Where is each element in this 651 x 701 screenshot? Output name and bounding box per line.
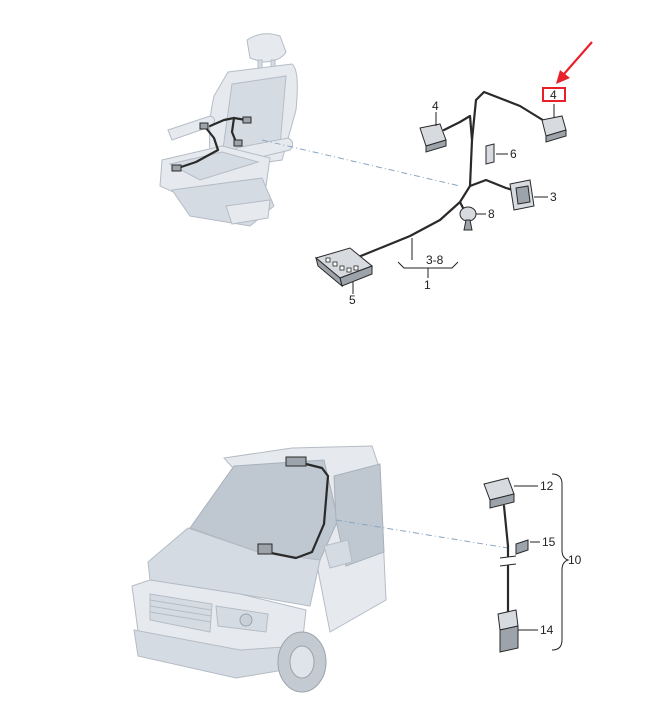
- clip-6: [485, 143, 508, 165]
- sensor-harness: [483, 473, 570, 653]
- seat-to-harness-dash: [261, 139, 461, 187]
- callout-10: 10: [568, 553, 582, 567]
- callout-4-right: 4: [550, 88, 557, 102]
- van-illustration: [131, 445, 387, 693]
- grommet-8: [459, 206, 486, 231]
- red-arrow-icon: [556, 70, 570, 84]
- sensor-12: [483, 477, 538, 509]
- connector-3: [509, 179, 548, 211]
- callout-3-8: 3-8: [426, 253, 444, 267]
- seat-harness: [343, 90, 548, 265]
- tag-15: [515, 539, 540, 555]
- connector-4-left: [419, 112, 447, 153]
- callout-5: 5: [349, 293, 356, 307]
- callout-6: 6: [510, 147, 517, 161]
- callout-3: 3: [550, 190, 557, 204]
- highlight-box: [542, 87, 566, 102]
- connector-4-right: [541, 104, 567, 143]
- callout-12: 12: [540, 479, 554, 493]
- callout-14: 14: [540, 623, 554, 637]
- callout-1: 1: [424, 278, 431, 292]
- plug-14: [497, 609, 538, 653]
- callout-4-left: 4: [432, 99, 439, 113]
- callout-15: 15: [542, 535, 556, 549]
- callout-8: 8: [488, 207, 495, 221]
- connector-5: [314, 247, 373, 294]
- seat-illustration: [159, 33, 298, 227]
- van-to-harness-dash: [335, 519, 509, 549]
- bracket-3-8: [397, 261, 459, 278]
- highlight-indicator: [542, 41, 593, 102]
